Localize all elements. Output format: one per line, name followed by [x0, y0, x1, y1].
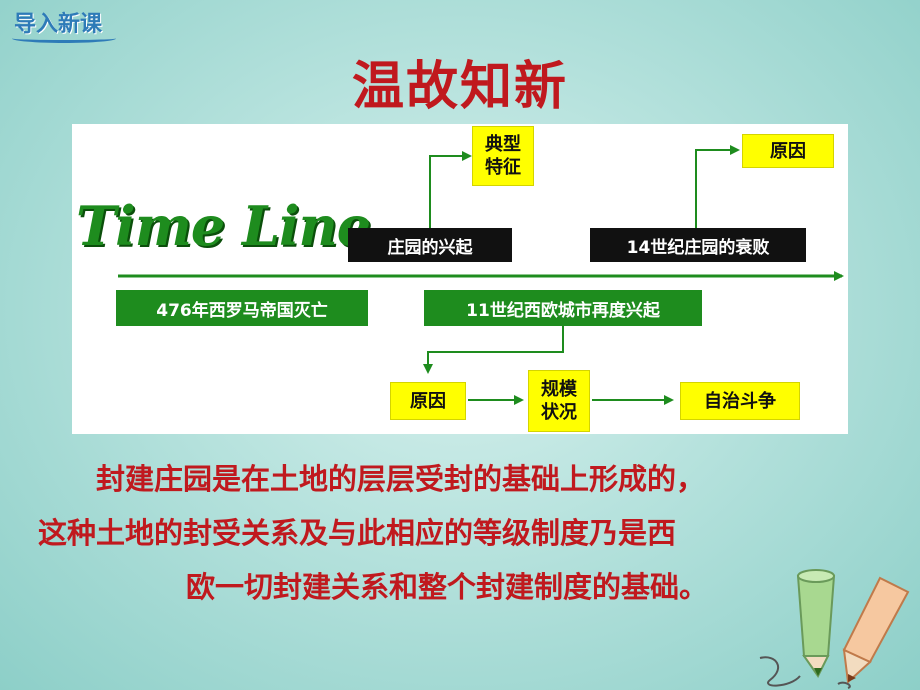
pencils-decoration [759, 569, 910, 689]
event-manor-decline: 14世纪庄园的衰败 [590, 228, 806, 262]
branch-decline-cause: 原因 [742, 134, 834, 168]
slide-title: 温故知新 [351, 57, 568, 117]
green-pencil-icon [759, 569, 836, 687]
branch-self-rule-struggle: 自治斗争 [680, 382, 800, 420]
section-tag: 导入新课 [14, 12, 103, 37]
timeline-connectors [118, 145, 844, 405]
timeline-wordmark: Time Line [76, 194, 371, 258]
branch-typical-features: 典型 特征 [472, 126, 534, 186]
section-tag-underline [12, 34, 116, 43]
branch-city-cause: 原因 [390, 382, 466, 420]
connector-decline-to-cause [695, 145, 740, 228]
summary-line-1: 封建庄园是在土地的层层受封的基础上形成的， [96, 462, 706, 496]
summary-line-3: 欧一切封建关系和整个封建制度的基础。 [185, 570, 708, 604]
orange-pencil-icon [837, 576, 910, 689]
event-city-revival: 11世纪西欧城市再度兴起 [424, 290, 702, 326]
event-manor-rise: 庄园的兴起 [348, 228, 512, 262]
summary-paragraph: 封建庄园是在土地的层层受封的基础上形成的， 这种土地的封受关系及与此相应的等级制… [30, 452, 890, 614]
event-fall-of-rome: 476年西罗马帝国灭亡 [116, 290, 368, 326]
branch-scale-status: 规模 状况 [528, 370, 590, 432]
summary-line-2: 这种土地的封受关系及与此相应的等级制度乃是西 [38, 516, 677, 550]
connector-city-to-cause [423, 324, 564, 374]
timeline-panel: Time Line 庄园的兴起 14世纪庄园的衰败 476年西罗马帝国灭亡 11… [72, 124, 848, 434]
connector-manor-rise-to-features [429, 151, 472, 228]
